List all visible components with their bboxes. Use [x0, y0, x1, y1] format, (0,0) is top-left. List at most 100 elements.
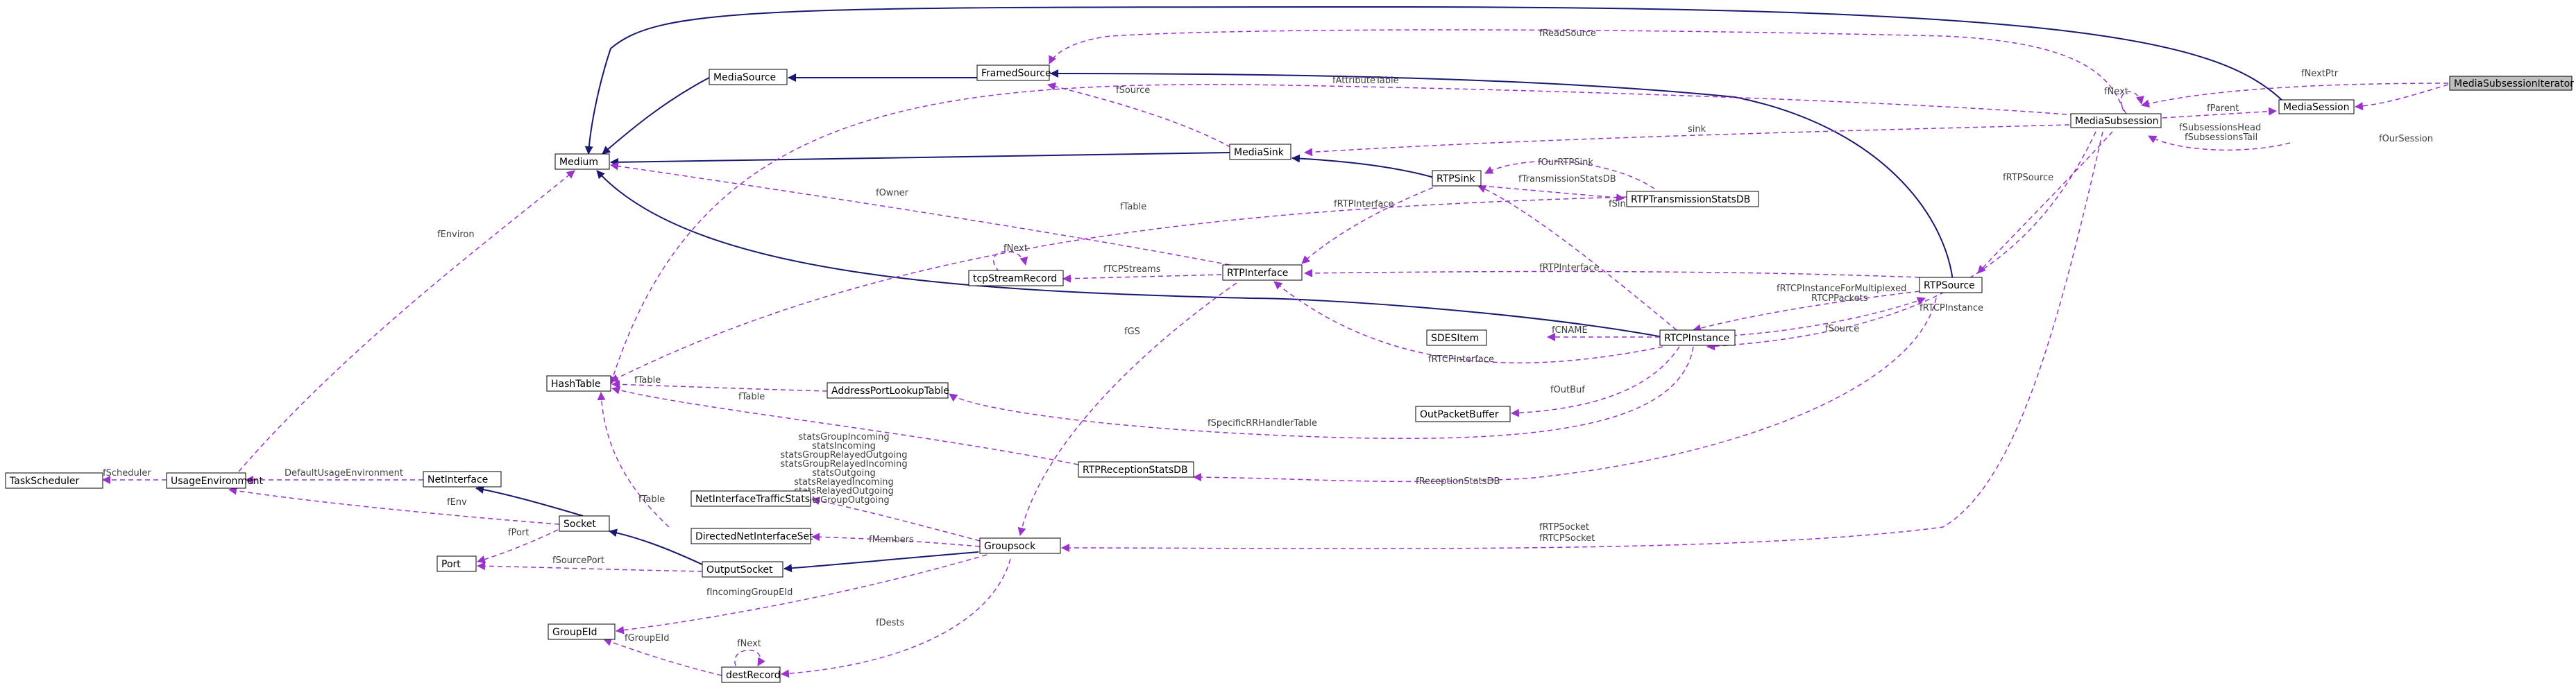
edge-label: fTCPStreams	[1103, 264, 1161, 275]
edge-tcpstreamrecord-self	[993, 250, 1028, 273]
edge-label: fRTCPInterface	[1428, 354, 1494, 365]
edge-mediasession-mediasubsession	[2148, 135, 2291, 151]
edge-label: fSubsessionsTail	[2185, 132, 2257, 143]
edge-rtpsource-framedsource	[1050, 69, 1954, 281]
node-framed-source[interactable]: FramedSource	[976, 64, 1051, 81]
edge-outputsocket-socket	[609, 528, 703, 565]
edge-label: fGS	[1124, 327, 1140, 337]
node-media-source[interactable]: MediaSource	[709, 69, 788, 85]
edge-mediasubsession-mediasink	[1304, 124, 2070, 157]
node-task-scheduler[interactable]: TaskScheduler	[5, 472, 103, 489]
edges	[102, 6, 2449, 678]
edge-label: fOurSession	[2379, 134, 2433, 144]
edge-outputsocket-port	[477, 562, 703, 572]
node-net-interface-traffic-stats[interactable]: NetInterfaceTrafficStats	[690, 490, 811, 507]
edge-label: RTCPPackets	[1811, 293, 1868, 304]
node-label: RTPTransmissionStatsDB	[1631, 194, 1750, 205]
node-media-sink[interactable]: MediaSink	[1229, 144, 1291, 160]
edge-rtpinterface-groupsock	[1017, 282, 1237, 536]
node-hash-table[interactable]: HashTable	[546, 375, 611, 392]
edge-socket-usageenv	[228, 486, 560, 525]
nodes: MediaSubsessionIterator MediaSession Med…	[5, 64, 2574, 683]
edge-mediasubsession-groupsock	[1061, 131, 2103, 553]
node-socket[interactable]: Socket	[559, 515, 610, 532]
node-label: RTPReceptionStatsDB	[1083, 465, 1188, 476]
node-media-subsession-iterator[interactable]: MediaSubsessionIterator	[2449, 76, 2574, 91]
node-label: SDESItem	[1431, 333, 1479, 344]
edge-mediasource-medium	[602, 77, 710, 155]
node-medium[interactable]: Medium	[554, 153, 610, 170]
edge-rtcpinstance-medium	[596, 170, 1663, 338]
edge-iterator-mediasession	[2355, 84, 2449, 111]
node-label: RTPSource	[1924, 280, 1975, 291]
node-sdes-item[interactable]: SDESItem	[1426, 329, 1487, 346]
node-media-subsession[interactable]: MediaSubsession	[2070, 113, 2162, 128]
edge-mediasubsession-framedsource	[1049, 29, 2124, 112]
edge-groupsock-outputsocket	[783, 551, 979, 573]
edge-label: fParent	[2207, 103, 2239, 114]
node-rtp-interface[interactable]: RTPInterface	[1222, 264, 1303, 281]
edge-label: fNextPtr	[2301, 69, 2339, 79]
node-usage-environment[interactable]: UsageEnvironment	[166, 472, 264, 489]
edge-statsdb-hashtable	[610, 196, 1627, 382]
edge-label: fRTCPInstance	[1920, 303, 1983, 313]
edge-label: fPort	[508, 528, 529, 538]
edge-mediasubsession-rtpsource	[1977, 131, 2113, 274]
node-net-interface[interactable]: NetInterface	[423, 471, 502, 488]
node-label: OutputSocket	[706, 564, 773, 576]
node-group-eid[interactable]: GroupEId	[548, 623, 616, 640]
edge-rtcpinstance-rtpinterface	[1273, 281, 1663, 364]
edge-rtcpinstance-receptionstats	[1193, 297, 1937, 483]
node-output-socket[interactable]: OutputSocket	[702, 561, 783, 578]
node-label: MediaSession	[2283, 102, 2349, 113]
node-address-port-lookup-table[interactable]: AddressPortLookupTable	[827, 382, 949, 399]
node-rtp-source[interactable]: RTPSource	[1919, 277, 1983, 293]
edge-mediasink-medium	[610, 152, 1230, 166]
edge-aplt-hashtable	[611, 380, 828, 392]
node-out-packet-buffer[interactable]: OutPacketBuffer	[1415, 406, 1511, 422]
edge-label: fOurRTPSink	[1538, 157, 1593, 168]
node-port[interactable]: Port	[437, 555, 477, 572]
edge-label: fReceptionStatsDB	[1416, 476, 1500, 487]
edge-rtpsink-mediasink	[1291, 154, 1434, 178]
edge-groupsock-destrecord	[781, 558, 1011, 678]
edge-rtpsource-rtcpinstance	[1693, 291, 1920, 332]
node-label: tcpStreamRecord	[973, 273, 1057, 284]
node-directed-net-interface-set[interactable]: DirectedNetInterfaceSet	[690, 528, 813, 544]
edge-rtcpinstance-rtpsource	[1706, 297, 1926, 338]
edge-label: fMembers	[869, 535, 914, 545]
node-tcp-stream-record[interactable]: tcpStreamRecord	[968, 270, 1064, 286]
node-label: RTPSink	[1437, 173, 1475, 184]
node-media-session[interactable]: MediaSession	[2278, 99, 2355, 114]
edge-label: fSubsessionsHead	[2179, 123, 2261, 133]
node-rtp-reception-stats-db[interactable]: RTPReceptionStatsDB	[1078, 461, 1194, 478]
node-label: NetInterface	[427, 474, 488, 485]
edge-label: sink	[1688, 124, 1706, 135]
edge-label: fSpecificRRHandlerTable	[1208, 418, 1317, 429]
edge-label: fSource	[1116, 85, 1150, 96]
edge-label: fTable	[738, 392, 765, 402]
node-label: OutPacketBuffer	[1420, 409, 1499, 420]
edge-label: fEnv	[447, 497, 467, 508]
edge-socket-port	[477, 529, 559, 564]
edge-groupsock-groupeid	[616, 554, 988, 635]
edge-mediasink-framedsource	[1047, 82, 1239, 152]
edge-label: fRTPSocket	[1539, 522, 1589, 533]
node-label: Medium	[559, 157, 598, 168]
node-rtp-transmission-stats-db[interactable]: RTPTransmissionStatsDB	[1626, 191, 1759, 207]
edge-label: fNext	[2104, 87, 2128, 97]
node-dest-record[interactable]: destRecord	[721, 666, 781, 683]
edge-receptionstats-hashtable	[611, 386, 1079, 465]
edge-label: fTransmissionStatsDB	[1518, 174, 1616, 184]
edge-mediasubsession-hashtable	[609, 84, 2076, 385]
edge-statsdb-rtpsink	[1484, 160, 1655, 189]
edge-label: fOutBuf	[1550, 385, 1585, 395]
node-rtcp-instance[interactable]: RTCPInstance	[1659, 329, 1736, 346]
node-rtp-sink[interactable]: RTPSink	[1432, 170, 1482, 187]
edge-label: fOwner	[876, 188, 909, 198]
node-groupsock[interactable]: Groupsock	[979, 537, 1061, 554]
edge-label: fScheduler	[103, 468, 151, 478]
edge-label: fNext	[1003, 243, 1028, 254]
